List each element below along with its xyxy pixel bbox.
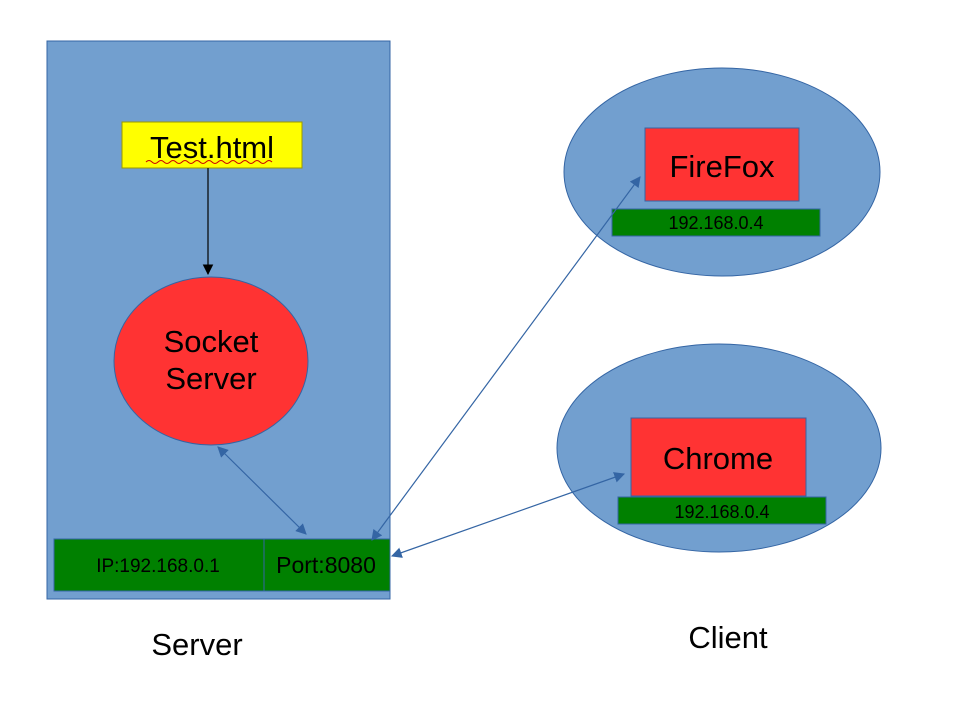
firefox-ip-label: 192.168.0.4 [668, 213, 763, 233]
server-caption: Server [151, 627, 242, 662]
socket-port-connector [217, 446, 307, 535]
socket-server-circle [113, 276, 309, 446]
chrome-ip-label: 192.168.0.4 [674, 502, 769, 522]
server-port-label: Port:8080 [276, 552, 376, 578]
server-ip-label: IP:192.168.0.1 [96, 556, 220, 577]
chrome-label: Chrome [663, 441, 773, 476]
server-ip-bar [53, 538, 265, 592]
port-chrome-connector [390, 472, 626, 558]
firefox-label: FireFox [669, 149, 775, 184]
socket-server-label-line1: Socket [164, 324, 259, 359]
spellcheck-underline [145, 160, 273, 164]
test-html-label: Test.html [150, 130, 274, 165]
chrome-box [630, 417, 807, 497]
server-port-bar [263, 538, 391, 592]
test-html-box [121, 121, 303, 169]
chrome-ip-bar [617, 496, 827, 525]
firefox-box [644, 127, 800, 202]
client-caption: Client [688, 620, 768, 655]
socket-server-label-line2: Server [165, 361, 256, 396]
firefox-ip-bar [611, 208, 821, 237]
